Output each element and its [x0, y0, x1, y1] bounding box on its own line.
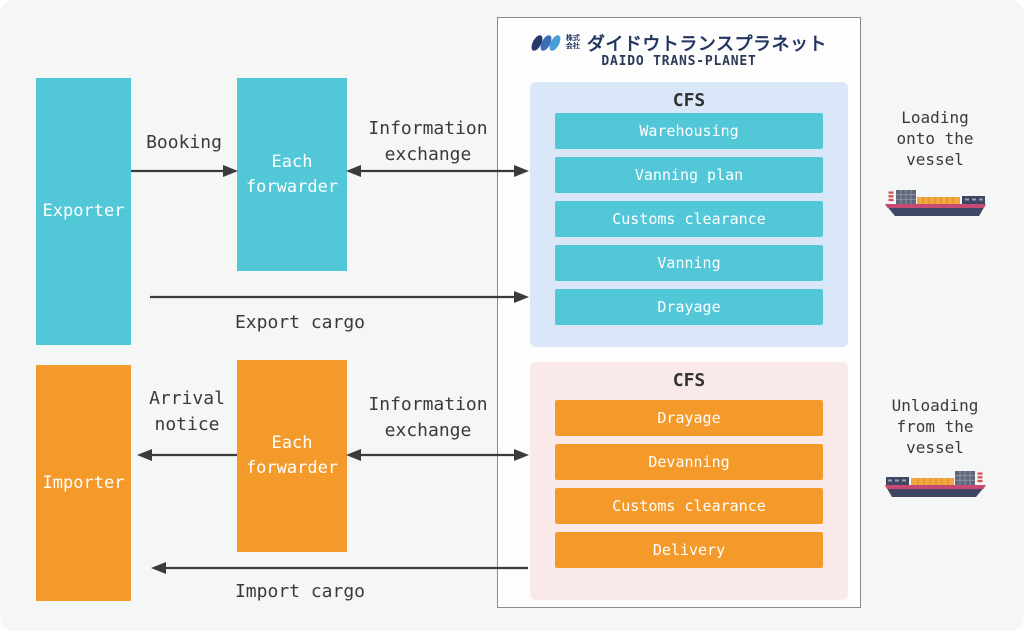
cfs-export-step-vanning: Vanning	[555, 245, 823, 281]
importer-box: Importer	[36, 365, 131, 601]
cfs-export-step-vanning-plan: Vanning plan	[555, 157, 823, 193]
cfs-import-panel: CFS Drayage Devanning Customs clearance …	[530, 362, 848, 600]
cfs-export-step-warehousing: Warehousing	[555, 113, 823, 149]
cfs-export-panel: CFS Warehousing Vanning plan Customs cle…	[530, 82, 848, 347]
exporter-box: Exporter	[36, 78, 131, 345]
cfs-import-step-delivery: Delivery	[555, 532, 823, 568]
company-name-en: DAIDO TRANS-PLANET	[601, 54, 757, 69]
arrival-notice-label: Arrival notice	[149, 388, 225, 435]
cargo-ship-right-icon	[885, 190, 986, 216]
information-exchange-export-label: Information exchange	[368, 118, 488, 165]
booking-label: Booking	[146, 132, 222, 153]
cfs-export-step-customs-clearance: Customs clearance	[555, 201, 823, 237]
cfs-import-step-devanning: Devanning	[555, 444, 823, 480]
forwarder-export-label: Each forwarder	[245, 151, 339, 197]
forwarder-export-box: Each forwarder	[237, 78, 347, 271]
loading-vessel-label: Loading onto the vessel	[896, 108, 974, 169]
cfs-export-title: CFS	[672, 90, 706, 111]
daido-swoosh-icon	[531, 35, 561, 51]
cfs-import-title: CFS	[672, 370, 706, 391]
forwarder-import-box: Each forwarder	[237, 360, 347, 552]
unloading-vessel-label: Unloading from the vessel	[891, 396, 979, 457]
booking-arrow	[131, 165, 238, 177]
cfs-import-step-customs-clearance: Customs clearance	[555, 488, 823, 524]
cfs-export-step-drayage: Drayage	[555, 289, 823, 325]
cfs-import-step-drayage: Drayage	[555, 400, 823, 436]
export-cargo-arrow	[150, 291, 529, 303]
company-name-jp: ダイドウトランスプラネット	[586, 34, 828, 54]
arrival-notice-arrow	[137, 449, 237, 461]
information-exchange-import-label: Information exchange	[368, 394, 488, 441]
forwarder-import-label: Each forwarder	[245, 433, 339, 478]
company-prefix-jp: 株式 会社	[565, 34, 580, 50]
daido-logo: 株式 会社 ダイドウトランスプラネット	[497, 30, 861, 56]
export-cargo-label: Export cargo	[234, 312, 366, 333]
cargo-ship-left-icon	[885, 471, 986, 497]
import-cargo-arrow	[151, 562, 528, 574]
import-cargo-label: Import cargo	[234, 581, 366, 602]
exporter-label: Exporter	[42, 201, 125, 222]
importer-label: Importer	[42, 472, 125, 493]
